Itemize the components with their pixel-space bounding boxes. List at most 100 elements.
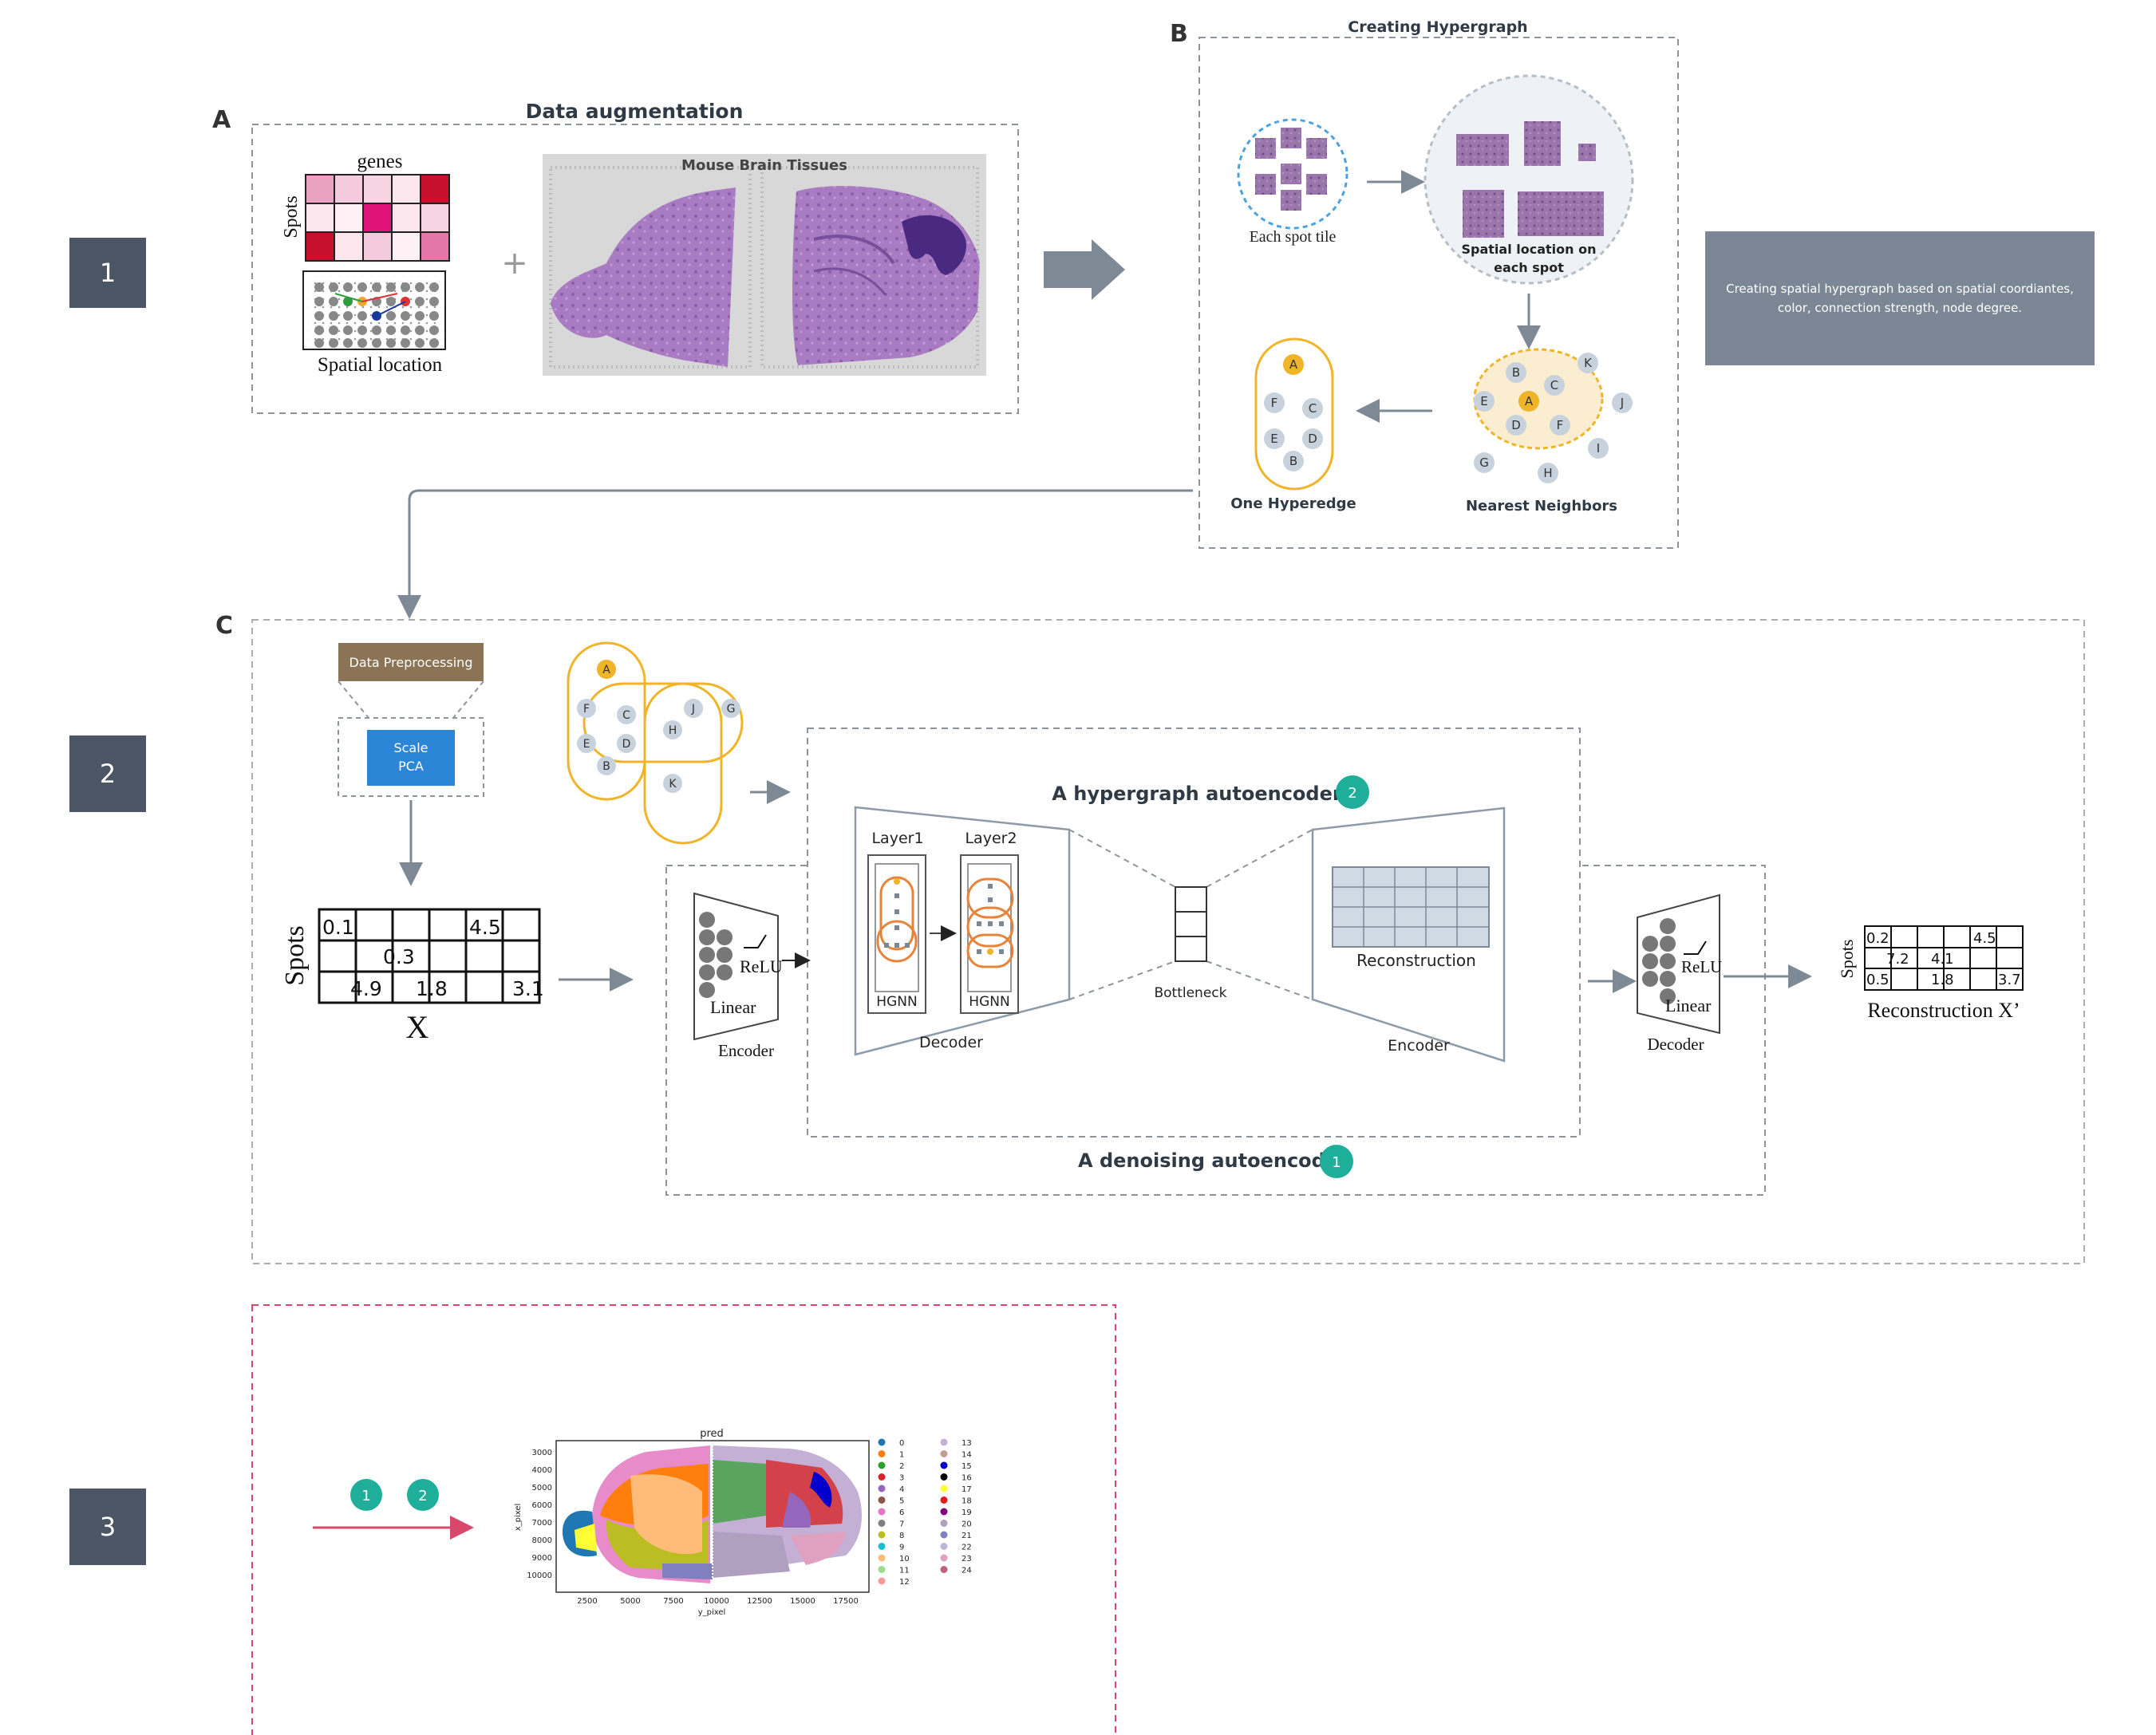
hyperedge-label: One Hyperedge (1230, 495, 1356, 512)
x-tick: 2500 (577, 1597, 597, 1606)
xp-cell: 7.2 (1886, 951, 1909, 968)
legend-label: 23 (962, 1555, 972, 1563)
legend-label: 5 (899, 1497, 904, 1506)
step-1-label: 1 (100, 258, 116, 288)
panel-b-letter: B (1170, 20, 1188, 48)
big-arrow-a-to-b (1044, 239, 1125, 300)
step-3-label: 3 (100, 1512, 116, 1542)
x-cell: 3.1 (512, 977, 544, 1000)
step-1-box: 1 (69, 238, 146, 308)
preprocess-box (338, 643, 484, 681)
legend-marker (940, 1520, 948, 1527)
layer1-label: Layer1 (871, 830, 923, 847)
spots-label-out: Spots (1837, 940, 1857, 979)
denoising-ae-title: A denoising autoencoder (1078, 1149, 1348, 1172)
legend-marker (940, 1450, 948, 1457)
legend-marker (940, 1554, 948, 1562)
neighbor-node-k: K (1584, 356, 1593, 370)
scale-label: Scale (393, 740, 428, 755)
result-badge-2 (407, 1479, 439, 1511)
legend-marker (940, 1543, 948, 1550)
panel-3: 1 2 pred 3000 4000 5000 600 (251, 1304, 1116, 1735)
left-encoder-neurons (699, 912, 732, 998)
neighbor-node-g: G (1479, 455, 1489, 470)
left-relu-label: ReLU (740, 956, 783, 976)
xp-cell: 4.5 (1973, 930, 1996, 947)
pca-label: PCA (398, 759, 424, 774)
legend-marker (878, 1508, 886, 1516)
panel-c: C Data Preprocessing Scale PCA Spots 0.1… (215, 612, 2085, 1264)
plot-x-label: y_pixel (698, 1608, 726, 1617)
legend-label: 17 (962, 1485, 972, 1494)
x-tick: 10000 (704, 1597, 729, 1606)
plot-y-label: x_pixel (514, 1504, 523, 1532)
legend-marker (878, 1473, 886, 1481)
denoising-ae-badge (1320, 1145, 1353, 1178)
legend-label: 16 (962, 1474, 972, 1483)
legend-marker (878, 1520, 886, 1527)
brain-cluster-map (563, 1445, 862, 1583)
hyperedge-nodes: A F C E D B (1264, 354, 1323, 471)
x-tick: 5000 (620, 1597, 640, 1606)
scale-pca-box (367, 730, 455, 786)
hyperedge-node-b: B (1289, 454, 1297, 468)
legend-marker (878, 1450, 886, 1457)
legend-label: 6 (899, 1508, 904, 1517)
y-tick: 7000 (532, 1519, 552, 1528)
preprocess-dashed-frame (338, 717, 484, 797)
legend-marker (940, 1566, 948, 1573)
connector-b-to-c (397, 489, 1193, 619)
xp-cell: 4.1 (1931, 951, 1954, 968)
spot-tiles (1255, 128, 1327, 211)
hypergraph-overlap: A F C J G H E D B K (567, 641, 744, 845)
spots-label-a: Spots (281, 195, 302, 238)
legend-marker (940, 1461, 948, 1469)
legend-label: 20 (962, 1520, 972, 1529)
right-decoder-neurons (1642, 918, 1676, 1004)
panel-a: A Data augmentation genes Spots (212, 100, 1125, 414)
spatial-location-label: Spatial location (318, 354, 443, 376)
layer2-graph (966, 877, 1014, 968)
x-cell: 1.8 (416, 977, 448, 1000)
xp-cell: 1.8 (1931, 972, 1954, 988)
neighbor-node-h: H (1543, 466, 1552, 480)
hg-node: G (727, 703, 736, 716)
panel-a-frame (251, 124, 1019, 414)
step-2-label: 2 (100, 759, 116, 789)
recon-encoder-label: Encoder (1388, 1037, 1450, 1055)
x-tick: 12500 (747, 1597, 772, 1606)
output-matrix: 0.2 4.5 7.2 4.1 0.5 1.8 3.7 (1864, 925, 2024, 991)
xp-cell: 0.5 (1866, 972, 1889, 988)
gene-matrix (305, 174, 450, 262)
neighbor-node-d: D (1511, 418, 1521, 432)
right-decoder-label: Decoder (1647, 1035, 1704, 1054)
legend-marker (940, 1508, 948, 1516)
hgnn-1-label: HGNN (876, 994, 917, 1010)
hyperedge-node-c: C (1309, 401, 1317, 416)
result-badge-2-label: 2 (418, 1488, 427, 1504)
legend-marker (878, 1461, 886, 1469)
panel-a-title: Data augmentation (526, 100, 744, 123)
note-line-2: color, connection strength, node degree. (1778, 301, 2022, 315)
result-badge-1-label: 1 (361, 1488, 370, 1504)
left-encoder-label: Encoder (718, 1041, 774, 1060)
x-cell: 4.5 (469, 916, 501, 939)
hgnn-2-label: HGNN (969, 994, 1009, 1010)
hg-node: C (622, 709, 630, 722)
right-linear-label: Linear (1665, 996, 1712, 1015)
layer2-box (960, 854, 1019, 1014)
hypergraph-ae-badge (1336, 775, 1369, 809)
panel-a-letter: A (212, 106, 231, 134)
legend-label: 22 (962, 1544, 972, 1552)
neighbor-node-j: J (1620, 396, 1624, 410)
legend-marker (878, 1485, 886, 1492)
plot-y-ticks: 3000 4000 5000 6000 7000 8000 9000 10000 (527, 1449, 552, 1580)
spatial-location-label-1: Spatial location on (1462, 242, 1597, 257)
legend-marker (878, 1496, 886, 1504)
legend-label: 7 (899, 1520, 904, 1529)
step-2-box: 2 (69, 735, 146, 812)
legend-label: 10 (899, 1555, 910, 1563)
plot-title: pred (700, 1428, 724, 1440)
legend-marker (940, 1473, 948, 1481)
